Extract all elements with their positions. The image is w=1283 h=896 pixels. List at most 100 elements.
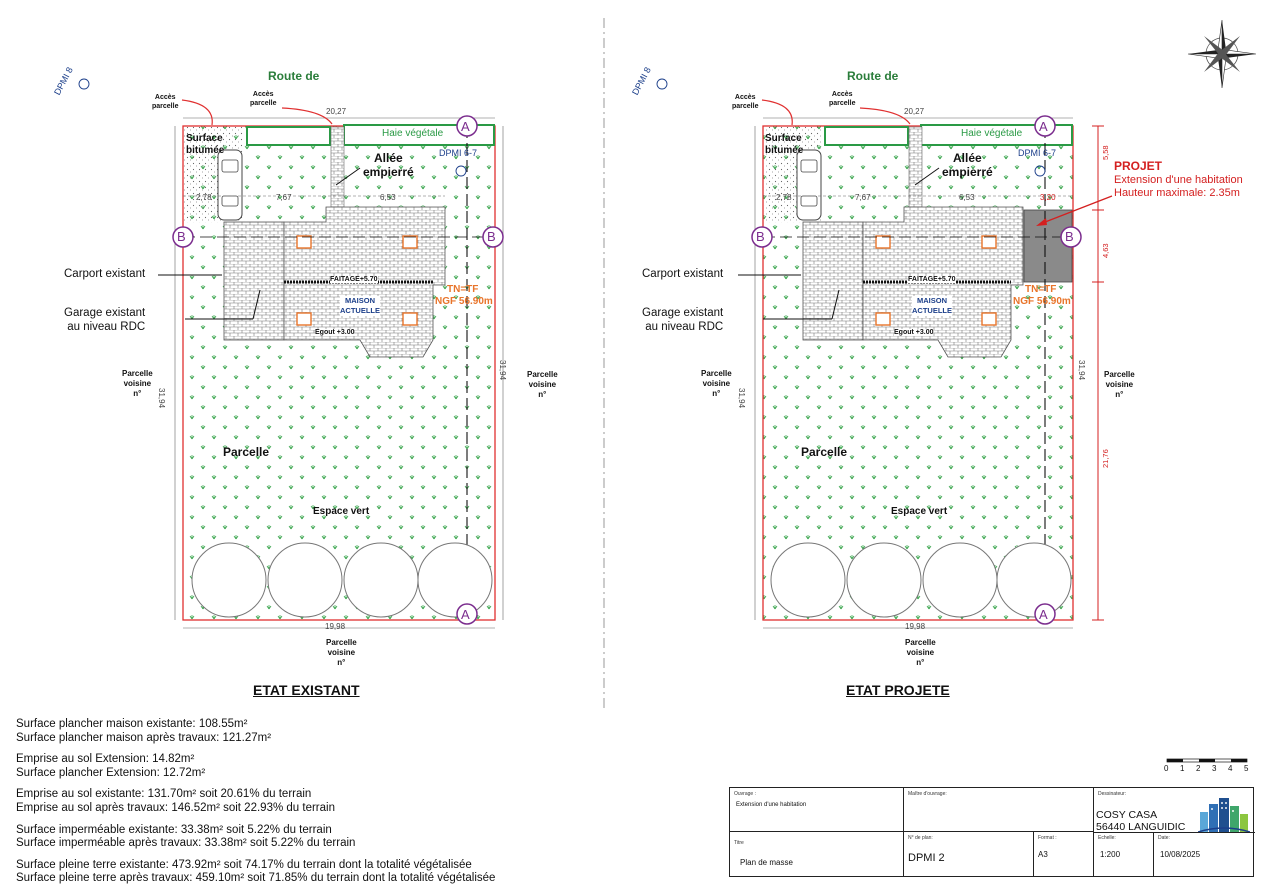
- route-label: Route de: [847, 69, 899, 83]
- carport-label: Carport existant: [642, 268, 724, 280]
- dpmi-67-marker-icon: [1034, 165, 1046, 177]
- dim-right: 31,94: [498, 360, 507, 381]
- red-dim-2176: 21,76: [1101, 449, 1110, 468]
- carport-label: Carport existant: [64, 268, 146, 280]
- section-a-bottom-label: A: [461, 607, 470, 622]
- projet-arrow-head: [1036, 218, 1047, 226]
- stat-line: Surface plancher maison existante: 108.5…: [16, 718, 248, 730]
- dim-top: 20,27: [326, 107, 347, 116]
- section-a-top-label: A: [1039, 119, 1048, 134]
- plan-etat-projete: [656, 78, 1113, 629]
- stat-line: Surface plancher Extension: 12.72m²: [16, 766, 206, 779]
- car-icon: [217, 149, 243, 221]
- dim-bottom: 19,98: [325, 622, 346, 631]
- plan-etat-existant: [78, 78, 504, 629]
- stat-line: Surface plancher maison après travaux: 1…: [16, 731, 272, 744]
- projet-label: PROJET Extension d'une habitation Hauteu…: [1114, 159, 1243, 199]
- dim-top: 20,27: [904, 107, 925, 116]
- section-marker-b-right: [482, 226, 504, 248]
- dim-653: 6,53: [380, 193, 396, 202]
- window-icon: [981, 312, 997, 326]
- section-marker-a-bottom: [456, 603, 478, 625]
- section-b-left-label: B: [177, 229, 186, 244]
- red-dim-558: 5,58: [1101, 145, 1110, 160]
- section-marker-b-left: [751, 226, 773, 248]
- dim-767: 7,67: [276, 193, 292, 202]
- route-label: Route de: [268, 69, 320, 83]
- dpmi-67-marker-icon: [455, 165, 467, 177]
- section-marker-a-bottom: [1034, 603, 1056, 625]
- section-b-right-label: B: [487, 229, 496, 244]
- section-b-left-label: B: [756, 229, 765, 244]
- numero-plan-cell: N° de plan: DPMI 2: [904, 832, 1034, 876]
- format-cell: Format : A3: [1034, 832, 1094, 876]
- stat-line: Surface imperméable après travaux: 33.38…: [16, 837, 356, 850]
- window-icon: [402, 235, 418, 249]
- carport-garage: [223, 221, 285, 341]
- trees: [191, 542, 493, 618]
- haie-label: Haie végétale: [961, 128, 1023, 139]
- ngf-label: NGF 56.90m: [1013, 296, 1071, 307]
- section-marker-a-top: [1034, 115, 1056, 137]
- title-block: Ouvrage : Extension d'une habitation Maî…: [729, 787, 1255, 877]
- section-marker-b-left: [172, 226, 194, 248]
- allee-empierree: [330, 126, 345, 208]
- window-icon: [875, 235, 891, 249]
- dim-left: 31,94: [157, 388, 166, 409]
- scale-bar: [1166, 758, 1248, 763]
- espace-vert-label: Espace vert: [313, 506, 370, 517]
- projet-arrow: [1039, 195, 1113, 225]
- dim-left: 31,94: [737, 388, 746, 409]
- dim-right: 31,94: [1077, 360, 1086, 381]
- faitage-label: FAITAGE+5.70: [908, 276, 956, 283]
- tn-label: TN=TF: [1025, 284, 1057, 295]
- dpmi-67-label: DPMI 6-7: [1018, 148, 1057, 158]
- parcelle-label: Parcelle: [223, 445, 270, 459]
- window-icon: [981, 235, 997, 249]
- caption-existant: ETAT EXISTANT: [253, 682, 360, 698]
- espace-vert-label: Espace vert: [891, 506, 948, 517]
- section-a-top-label: A: [461, 119, 470, 134]
- window-icon: [402, 312, 418, 326]
- allee-empierree: [908, 126, 923, 208]
- dpmi-67-label: DPMI 6-7: [439, 148, 478, 158]
- dim-320: 3,20: [1040, 193, 1056, 202]
- stat-line: Emprise au sol Extension: 14.82m²: [16, 753, 195, 766]
- car-icon: [796, 149, 822, 221]
- section-marker-b-right: [1060, 226, 1082, 248]
- egout-label: Egout +3.00: [315, 329, 355, 336]
- tn-label: TN=TF: [447, 284, 479, 295]
- titre-cell: Titre Plan de masse: [730, 832, 904, 876]
- dim-bottom: 19,98: [905, 622, 926, 631]
- dim-653: 6,53: [959, 193, 975, 202]
- faitage-label: FAITAGE+5.70: [330, 276, 378, 283]
- haie-vegetale-left: [246, 126, 331, 146]
- stat-line: Emprise au sol existante: 131.70m² soit …: [16, 788, 312, 801]
- trees: [770, 542, 1072, 618]
- carport-garage: [802, 221, 864, 341]
- haie-vegetale-left: [824, 126, 909, 146]
- maitre-ouvrage-cell: Maître d'ouvrage:: [904, 788, 1094, 832]
- dpmi-8-marker-icon: [78, 78, 90, 90]
- company-name: COSY CASA: [1096, 809, 1158, 821]
- caption-projete: ETAT PROJETE: [846, 682, 950, 698]
- dim-767: 7,67: [855, 193, 871, 202]
- window-icon: [296, 312, 312, 326]
